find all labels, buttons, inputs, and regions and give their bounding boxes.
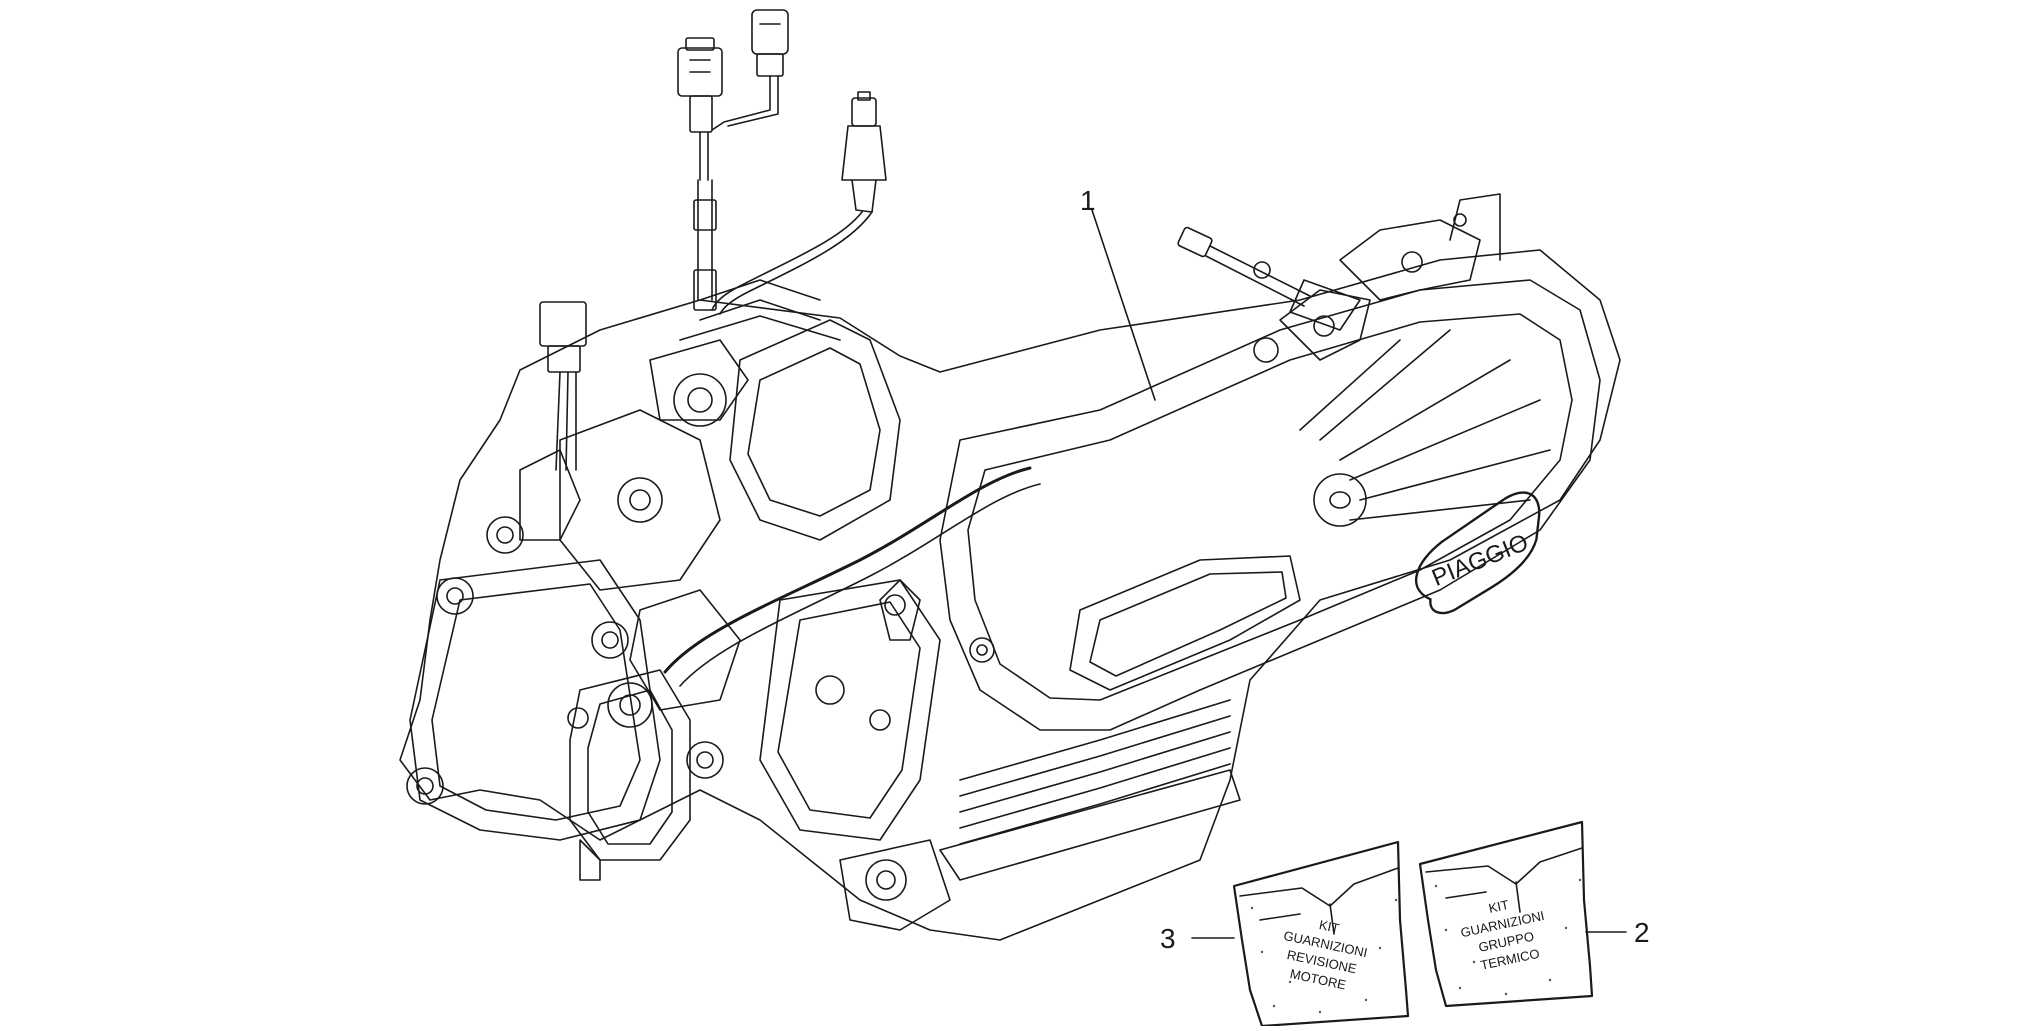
callout-3: 3	[1160, 923, 1235, 954]
callout-2-label: 2	[1634, 917, 1650, 948]
coolant-hose	[663, 466, 1032, 674]
engine-assembly: PIAGGIO	[399, 9, 1621, 941]
speckle-texture-2	[1434, 878, 1582, 996]
callout-3-label: 3	[1160, 923, 1176, 954]
connector-right	[751, 9, 789, 55]
rear-axle	[1177, 226, 1361, 331]
cylinder-head	[486, 409, 741, 711]
cover-vent	[1069, 555, 1301, 691]
cover-brand-text: PIAGGIO	[1428, 529, 1532, 592]
lower-mount	[839, 839, 951, 931]
kit-motore-line1: KIT	[1318, 917, 1341, 936]
callout-2: 2	[1585, 917, 1650, 948]
spark-plug-cap	[851, 97, 877, 127]
piaggio-badge: PIAGGIO	[1414, 491, 1541, 615]
transmission-cover	[939, 279, 1601, 881]
connector-side	[539, 301, 587, 347]
gasket-kit-engine-overhaul: KIT GUARNIZIONI REVISIONE MOTORE	[1232, 840, 1410, 1028]
callout-1: 1	[1080, 185, 1156, 401]
callout-1-label: 1	[1080, 185, 1096, 216]
throttle-body	[649, 319, 901, 541]
clutch-hub	[1313, 473, 1367, 527]
pump-housing	[567, 669, 724, 881]
cylinder-fins	[679, 279, 841, 341]
center-frame	[759, 579, 995, 841]
wiring-harness	[539, 9, 887, 471]
gasket-kit-cylinder-group: KIT GUARNIZIONI GRUPPO TERMICO	[1418, 820, 1594, 1008]
speckle-texture	[1250, 898, 1398, 1014]
kit-gruppo-line1: KIT	[1487, 897, 1510, 916]
crankcase-outline	[399, 249, 1621, 941]
